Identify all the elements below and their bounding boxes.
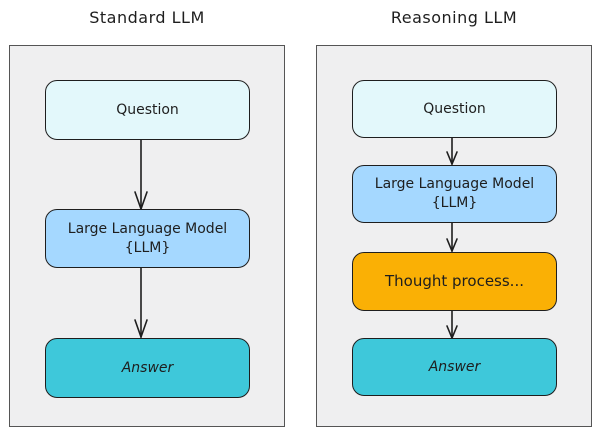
standard-question-label: Question xyxy=(116,101,179,118)
reasoning-llm-sublabel: {LLM} xyxy=(431,195,478,211)
standard-llm-label: Large Language Model xyxy=(67,220,228,237)
standard-answer-box: Answer xyxy=(45,338,250,398)
reasoning-llm-label: Large Language Model xyxy=(374,176,535,192)
reasoning-llm-title: Reasoning LLM xyxy=(390,8,518,27)
arrow-thought-to-answer-reasoning xyxy=(446,310,458,341)
arrow-llm-to-thought-reasoning xyxy=(446,222,458,254)
reasoning-thought-label: Thought process... xyxy=(385,272,524,290)
standard-llm-sublabel: {LLM} xyxy=(124,239,171,256)
reasoning-question-box: Question xyxy=(352,80,557,138)
reasoning-thought-box: Thought process... xyxy=(352,252,557,311)
reasoning-answer-box: Answer xyxy=(352,338,557,396)
reasoning-question-label: Question xyxy=(423,100,486,117)
arrow-llm-to-answer-standard xyxy=(134,267,148,340)
arrow-question-to-llm-reasoning xyxy=(446,137,458,167)
reasoning-llm-box: Large Language Model {LLM} xyxy=(352,165,557,223)
standard-llm-box: Large Language Model {LLM} xyxy=(45,209,250,268)
arrow-question-to-llm-standard xyxy=(134,139,148,212)
standard-question-box: Question xyxy=(45,80,250,140)
standard-answer-label: Answer xyxy=(121,359,174,376)
reasoning-answer-label: Answer xyxy=(428,358,481,375)
standard-llm-title: Standard LLM xyxy=(89,8,205,27)
